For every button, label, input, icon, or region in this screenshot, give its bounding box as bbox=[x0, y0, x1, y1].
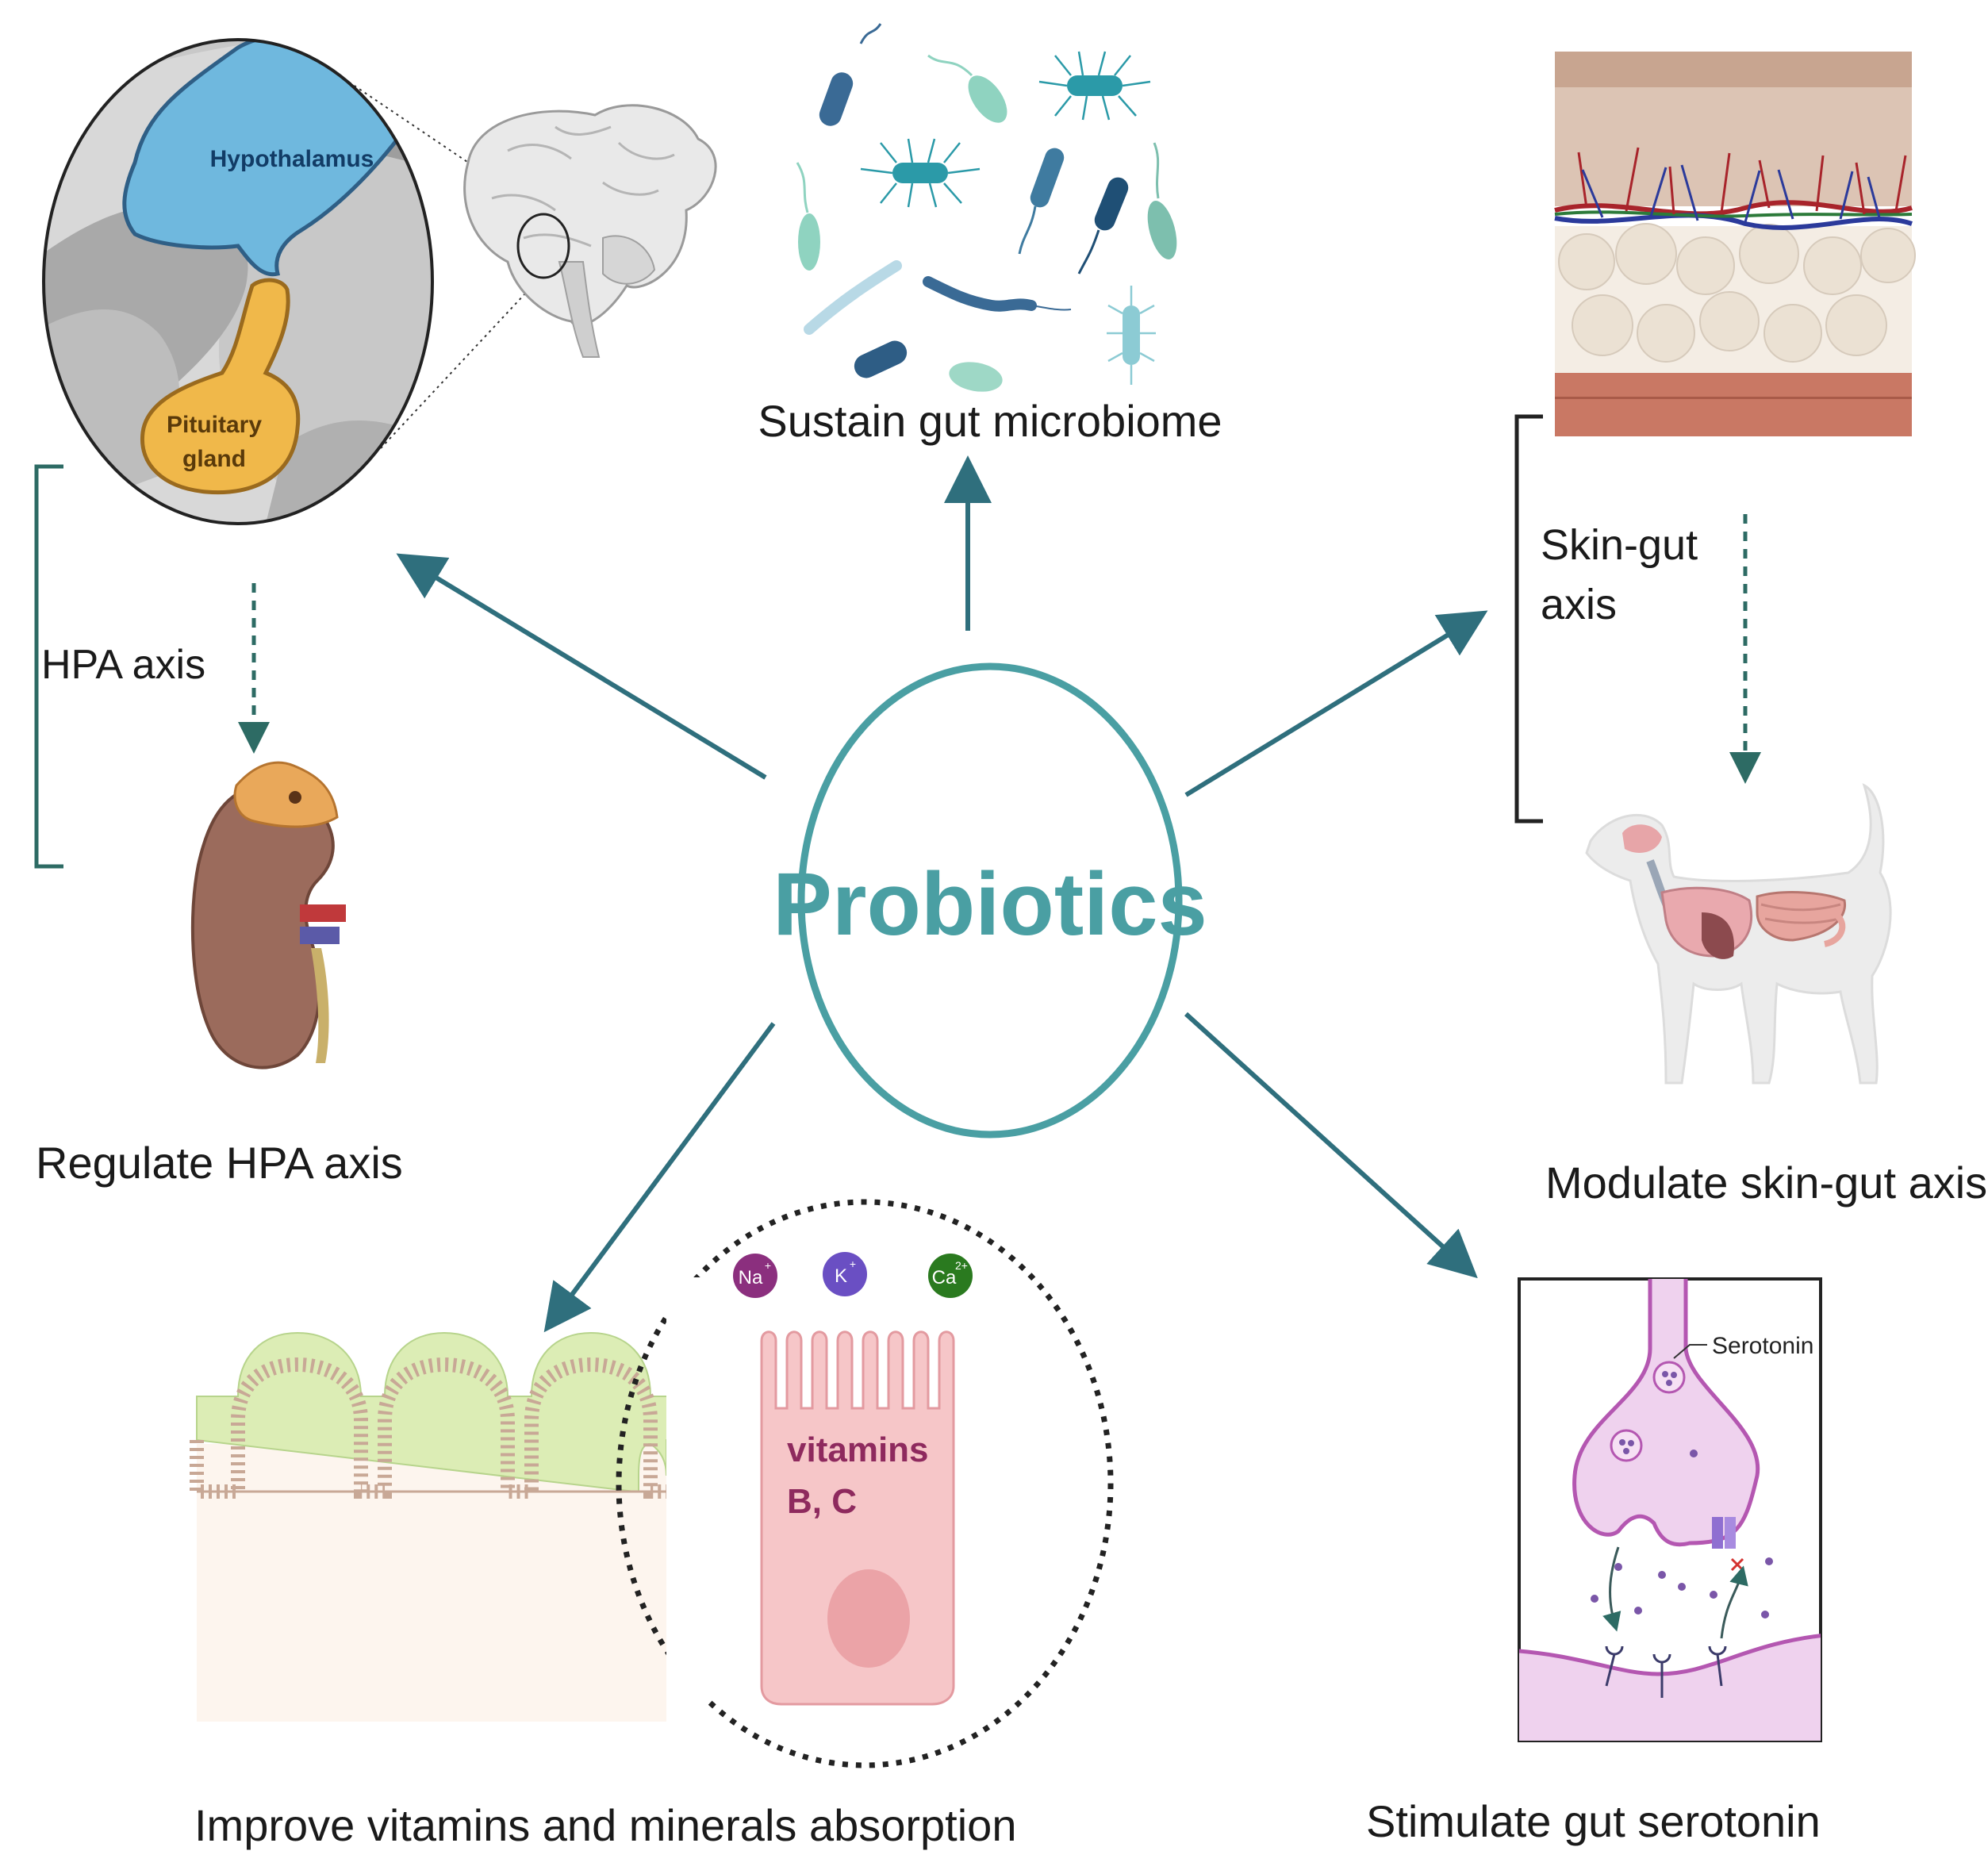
kidney-image bbox=[190, 761, 346, 1069]
vesicle-1 bbox=[1652, 1361, 1686, 1394]
pituitary-label-line2: gland bbox=[182, 446, 246, 472]
absorption-panel: Na + K + Ca 2+ vitamins B, C Improve vit… bbox=[190, 1199, 1114, 1850]
lens-border bbox=[42, 38, 434, 525]
skin-axis-label-line2: axis bbox=[1541, 581, 1617, 628]
pituitary-shape bbox=[140, 278, 301, 495]
hpa-panel: Hypothalamus Pituitary gland HPA axis Re… bbox=[34, 38, 717, 1188]
skin-caption: Modulate skin-gut axis bbox=[1545, 1158, 1987, 1208]
hypothalamus-label: Hypothalamus bbox=[210, 146, 374, 172]
transporter bbox=[1712, 1517, 1744, 1572]
vitamins-label-line2: B, C bbox=[787, 1482, 857, 1521]
arrow-to-serotonin bbox=[1184, 1012, 1478, 1279]
receptors bbox=[1605, 1645, 1727, 1698]
bacteria-cluster bbox=[796, 23, 1177, 392]
serotonin-pointer bbox=[1673, 1344, 1707, 1359]
skin-axis-label-line1: Skin-gut bbox=[1541, 521, 1698, 569]
center-node: Probiotics bbox=[773, 662, 1207, 1139]
vesicle-2 bbox=[1610, 1429, 1643, 1462]
zoom-line-bottom bbox=[380, 269, 548, 449]
ion-k-label: K bbox=[835, 1265, 847, 1287]
postsynaptic-membrane bbox=[1519, 1634, 1821, 1741]
hypothalamus-shape bbox=[122, 40, 416, 277]
vitamins-label-line1: vitamins bbox=[787, 1430, 929, 1469]
arrow-to-absorption bbox=[543, 1022, 776, 1333]
microbiome-caption: Sustain gut microbiome bbox=[758, 396, 1222, 446]
ion-ca-label: Ca bbox=[932, 1267, 957, 1288]
brain-zoom-circle bbox=[516, 213, 570, 279]
arrow-to-hpa bbox=[396, 553, 767, 780]
arrows bbox=[396, 455, 1488, 1333]
absorption-caption: Improve vitamins and minerals absorption bbox=[194, 1800, 1016, 1850]
dog-image bbox=[1585, 783, 1892, 1085]
ion-na-charge: + bbox=[765, 1259, 771, 1272]
hpa-caption: Regulate HPA axis bbox=[36, 1138, 403, 1188]
arrow-to-skin bbox=[1184, 610, 1488, 797]
microbiome-panel: Sustain gut microbiome bbox=[758, 23, 1222, 446]
ion-k-charge: + bbox=[850, 1258, 856, 1270]
zoom-dashed-ellipse bbox=[616, 1199, 1114, 1768]
presynaptic-terminal bbox=[1572, 1279, 1760, 1547]
brain-image bbox=[463, 104, 717, 358]
skin-layers-image bbox=[1554, 52, 1916, 436]
serotonin-caption: Stimulate gut serotonin bbox=[1366, 1796, 1821, 1846]
serotonin-label: Serotonin bbox=[1712, 1333, 1813, 1359]
skin-panel: Skin-gut axis Modulate skin-gut axis bbox=[1514, 52, 1987, 1208]
ion-k: K + bbox=[823, 1252, 867, 1296]
ion-na-label: Na bbox=[739, 1267, 763, 1288]
ion-na: Na + bbox=[733, 1254, 777, 1298]
hpa-axis-label: HPA axis bbox=[41, 642, 205, 688]
serotonin-panel: Serotonin Stimulate gut serotonin bbox=[1366, 1277, 1822, 1846]
ion-ca: Ca 2+ bbox=[928, 1254, 973, 1298]
pituitary-label-line1: Pituitary bbox=[167, 412, 262, 438]
intestinal-villi-image bbox=[190, 1331, 704, 1722]
cell-nucleus bbox=[827, 1569, 910, 1668]
center-title: Probiotics bbox=[773, 854, 1207, 954]
center-ellipse bbox=[797, 662, 1183, 1139]
enterocyte-cell bbox=[760, 1331, 955, 1706]
hpa-bracket bbox=[34, 464, 63, 869]
released-serotonin bbox=[1591, 1557, 1773, 1618]
ion-ca-charge: 2+ bbox=[955, 1259, 968, 1272]
skin-bracket bbox=[1514, 414, 1543, 824]
